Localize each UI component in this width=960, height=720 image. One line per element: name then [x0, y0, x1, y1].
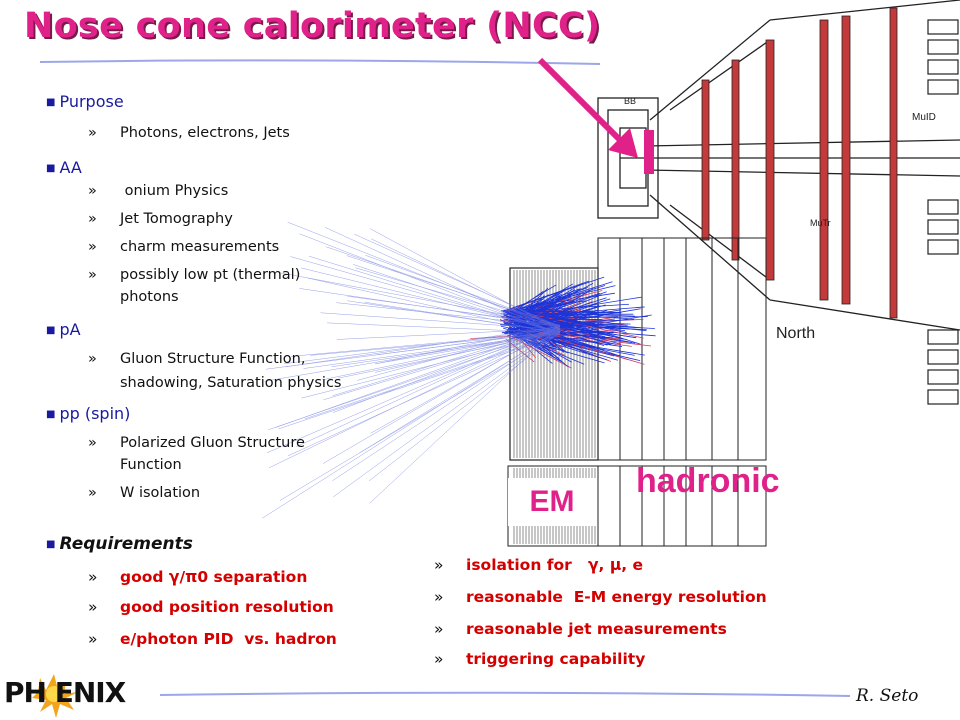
requirement-item: »good position resolution: [88, 598, 334, 616]
list-marker: »: [88, 267, 97, 283]
list-marker: »: [88, 239, 97, 255]
hadronic-label: hadronic: [636, 462, 780, 500]
bullet-subitem: »possibly low pt (thermal): [88, 267, 301, 283]
bullet-subitem: »Photons, electrons, Jets: [88, 125, 290, 141]
bullet-heading: ■AA: [46, 158, 82, 177]
cone-plates: [701, 7, 898, 319]
bullet-subitem: photons: [120, 289, 179, 305]
list-marker: »: [88, 435, 97, 451]
detector-diagram: BB MuID MuTr North: [470, 0, 960, 547]
bullet-subitem: »Jet Tomography: [88, 211, 233, 227]
page-title: Nose cone calorimeter (NCC): [24, 6, 601, 46]
list-marker: »: [88, 211, 97, 227]
bullet-subitem: »charm measurements: [88, 239, 280, 255]
phenix-logo: [32, 674, 78, 718]
requirement-item: »e/photon PID vs. hadron: [88, 630, 337, 648]
requirement-item: »reasonable E-M energy resolution: [434, 588, 767, 606]
bb-label: BB: [624, 96, 636, 106]
pointer-arrow: [537, 57, 638, 158]
particle-tracks: [262, 221, 561, 519]
requirement-item: »reasonable jet measurements: [434, 620, 727, 638]
requirements-heading: ■Requirements: [46, 534, 193, 554]
list-marker: »: [88, 183, 97, 199]
bullet-heading: ■Purpose: [46, 92, 124, 111]
requirement-item: »triggering capability: [434, 650, 646, 668]
author-signature: R. Seto: [856, 686, 919, 706]
bullet-subitem: »Gluon Structure Function,: [88, 351, 306, 367]
em-label: EM: [508, 478, 596, 526]
bullet-subitem: » onium Physics: [88, 183, 229, 199]
bullet-subitem: »W isolation: [88, 485, 201, 501]
hadronic-block: [597, 237, 767, 461]
bullet-subitem: Function: [120, 457, 182, 473]
requirement-item: »good γ/π0 separation: [88, 568, 308, 586]
bullet-heading: ■pp (spin): [46, 404, 131, 423]
ncc-marker: [644, 130, 654, 174]
phenix-logo-text: PH ENIX: [4, 676, 126, 709]
muid-label: MuID: [912, 112, 936, 123]
lower-hadronic-block: [597, 465, 767, 547]
bullet-subitem: »Polarized Gluon Structure: [88, 435, 305, 451]
north-label: North: [776, 325, 815, 342]
mutr-label: MuTr: [810, 218, 831, 228]
list-marker: »: [88, 125, 97, 141]
list-marker: »: [88, 351, 97, 367]
muid-panels: [927, 19, 959, 405]
requirement-item: »isolation for γ, μ, e: [434, 556, 644, 574]
bullet-subitem: shadowing, Saturation physics: [120, 375, 342, 391]
bullet-heading: ■pA: [46, 320, 81, 339]
list-marker: »: [88, 485, 97, 501]
muon-arm-cone: [597, 0, 960, 331]
